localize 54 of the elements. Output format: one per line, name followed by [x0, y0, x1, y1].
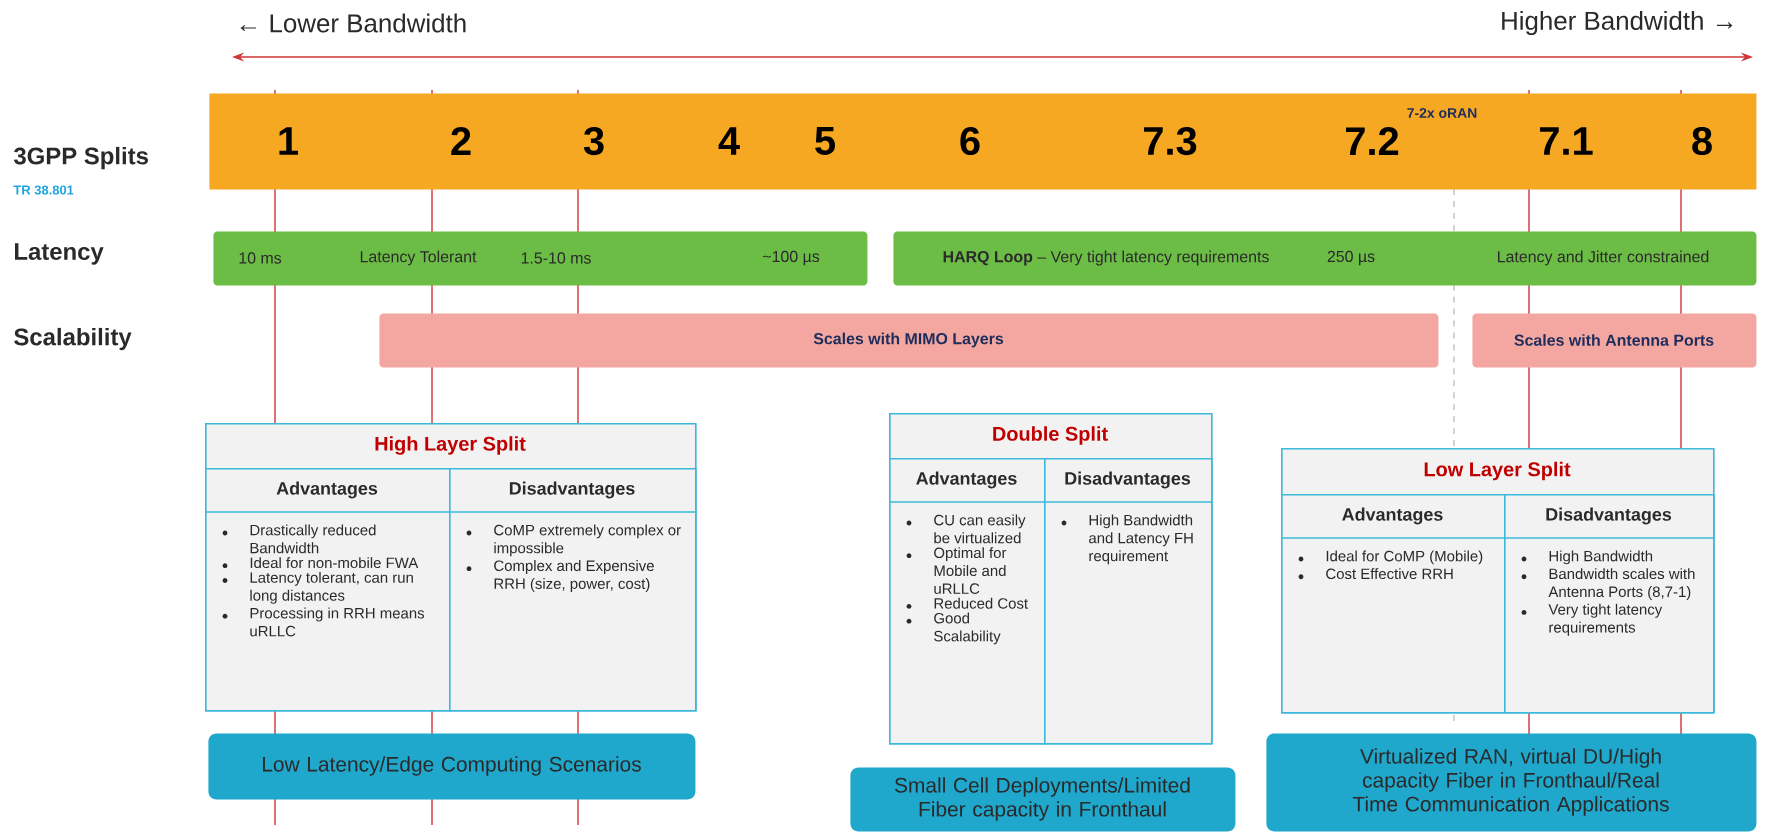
- table-title: High Layer Split: [375, 436, 526, 455]
- bullet-item: CU can easily be virtualized: [906, 514, 1026, 544]
- bullet-item: Latency tolerant, can run long distances: [222, 571, 413, 604]
- column-header: Disadvantages: [1546, 507, 1672, 525]
- split-number: 1: [279, 127, 298, 155]
- scenario-box: Small Cell Deployments/Limited Fiber capacity in Fronthaul: [850, 767, 1236, 832]
- split-number: 3: [583, 126, 604, 156]
- scenario-box: Low Latency/Edge Computing Scenarios: [208, 733, 696, 800]
- scenario-box: Virtualized RAN, virtual DU/High capacity Fiber in Fronthaul/Real Time Communication Applications: [1266, 733, 1757, 832]
- band-text: 10 ms: [239, 252, 282, 264]
- axis-label: Higher Bandwidth →: [1502, 10, 1733, 36]
- band-text: Scales with MIMO Layers: [813, 332, 1004, 348]
- split-number: 2: [451, 127, 471, 155]
- column-header: Advantages: [916, 471, 1017, 489]
- bullet-item: Ideal for CoMP (Mobile): [1298, 550, 1483, 565]
- split-number: 8: [1692, 126, 1712, 156]
- annotation: 7-2x oRAN: [1407, 108, 1477, 118]
- column-header: Advantages: [1342, 507, 1443, 525]
- band-text: 250 µs: [1327, 250, 1375, 266]
- band-text: Latency Tolerant: [360, 250, 477, 266]
- band-text: Latency and Jitter constrained: [1498, 250, 1709, 266]
- split-number: 7.1: [1540, 127, 1593, 155]
- axis-label: ← Lower Bandwidth: [240, 13, 466, 33]
- column-header: Disadvantages: [509, 481, 635, 499]
- bullet-item: Good Scalability: [906, 612, 1001, 645]
- table-title: Double Split: [993, 426, 1108, 445]
- bullet-item: Cost Effective RRH: [1298, 568, 1453, 580]
- bullet-item: Bandwidth scales with Antenna Ports (8,7-1): [1521, 568, 1695, 600]
- bullet-item: Optimal for Mobile and uRLLC: [906, 547, 1007, 594]
- split-number: 5: [815, 127, 835, 155]
- band-text: ~100 µs: [763, 250, 820, 266]
- row-label: Scalability: [14, 327, 132, 351]
- bullet-item: High Bandwidth: [1521, 550, 1653, 565]
- band-text: HARQ Loop – Very tight latency requirements: [943, 250, 1269, 266]
- row-label: Latency: [15, 243, 104, 265]
- column-header: Advantages: [276, 481, 378, 499]
- band-text: Scales with Antenna Ports: [1514, 334, 1714, 346]
- bullet-item: Complex and Expensive RRH (size, power, cost): [466, 560, 654, 592]
- bullet-item: Processing in RRH means uRLLC: [222, 607, 425, 637]
- bullet-item: Ideal for non-mobile FWA: [222, 557, 419, 569]
- bullet-item: Drastically reduced Bandwidth: [222, 524, 376, 554]
- column-header: Disadvantages: [1065, 471, 1191, 489]
- split-number: 4: [718, 127, 740, 155]
- bullet-item: Very tight latency requirements: [1521, 603, 1663, 636]
- reference-label: TR 38.801: [13, 185, 74, 195]
- bullet-item: CoMP extremely complex or impossible: [466, 524, 681, 557]
- band-text: 1.5-10 ms: [521, 252, 591, 264]
- row-label: 3GPP Splits: [13, 146, 148, 170]
- bullet-item: Reduced Cost: [906, 597, 1028, 609]
- bullet-item: High Bandwidth and Latency FH requirement: [1061, 514, 1193, 565]
- table-title: Low Layer Split: [1424, 461, 1571, 481]
- split-number: 7.2: [1346, 127, 1399, 155]
- split-number: 7.3: [1144, 126, 1197, 156]
- split-number: 6: [960, 126, 980, 156]
